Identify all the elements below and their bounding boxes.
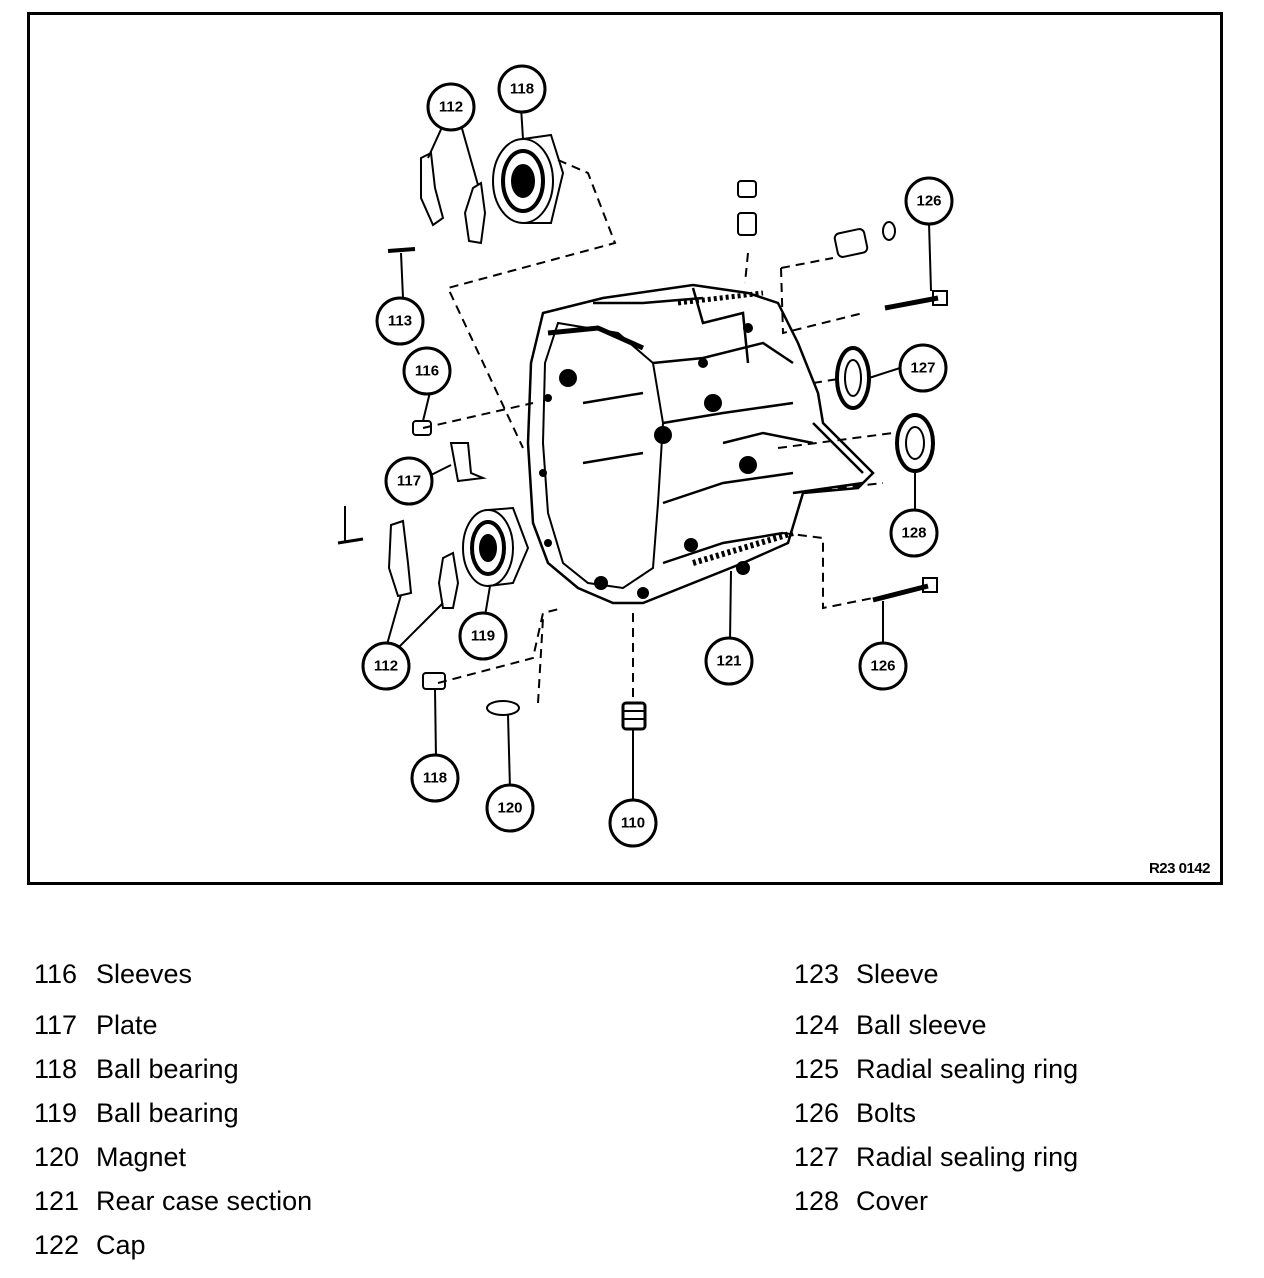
legend-item: 122 Cap: [34, 1229, 146, 1261]
callout-116: 116: [402, 346, 452, 396]
legend-item: 120 Magnet: [34, 1141, 186, 1173]
callout-126-top: 126: [904, 176, 954, 226]
svg-text:112: 112: [439, 99, 463, 116]
callout-112-top: 112: [426, 82, 476, 132]
rear-case-section: [526, 283, 875, 605]
legend-number: 117: [34, 1010, 78, 1040]
legend-number: 125: [794, 1054, 840, 1084]
legend-label: Ball bearing: [96, 1054, 239, 1084]
legend-label: Sleeve: [856, 959, 939, 989]
legend-number: 128: [794, 1186, 840, 1216]
callout-118-bottom: 118: [410, 753, 460, 803]
legend-item: 125 Radial sealing ring: [794, 1053, 1078, 1085]
legend-item: 118 Ball bearing: [34, 1053, 239, 1085]
legend-item: 127 Radial sealing ring: [794, 1141, 1078, 1173]
svg-text:126: 126: [916, 193, 941, 210]
svg-text:120: 120: [497, 800, 522, 817]
svg-text:127: 127: [910, 360, 935, 377]
callout-110: 110: [608, 798, 658, 848]
legend-item: 128 Cover: [794, 1185, 928, 1217]
legend-number: 127: [794, 1142, 840, 1172]
svg-text:113: 113: [388, 313, 412, 330]
svg-text:121: 121: [716, 653, 741, 670]
callout-118-top: 118: [497, 64, 547, 114]
legend-label: Plate: [96, 1010, 158, 1040]
callout-126-bottom: 126: [858, 641, 908, 691]
legend-item: 126 Bolts: [794, 1097, 916, 1129]
legend-label: Magnet: [96, 1142, 187, 1172]
svg-text:110: 110: [621, 815, 645, 832]
legend-number: 122: [34, 1230, 80, 1260]
svg-text:128: 128: [901, 525, 926, 542]
svg-text:118: 118: [423, 770, 447, 787]
legend-item: 117 Plate: [34, 1009, 158, 1041]
legend-label: Ball sleeve: [856, 1010, 987, 1040]
callout-119: 119: [458, 611, 508, 661]
legend-label: Bolts: [856, 1098, 917, 1128]
legend-number: 118: [34, 1054, 78, 1084]
callout-117: 117: [384, 456, 434, 506]
callout-121: 121: [704, 636, 754, 686]
legend-item: 123 Sleeve: [794, 958, 939, 990]
svg-text:116: 116: [415, 363, 439, 380]
legend-label: Radial sealing ring: [856, 1142, 1079, 1172]
callout-128: 128: [889, 508, 939, 558]
legend-number: 123: [794, 959, 840, 989]
svg-text:118: 118: [510, 81, 534, 98]
callout-113-top: 113: [375, 296, 425, 346]
legend-number: 116: [34, 959, 78, 989]
legend-label: Cover: [856, 1186, 929, 1216]
ball-bearing-side: [462, 506, 530, 587]
legend-item: 119 Ball bearing: [34, 1097, 239, 1129]
legend-label: Ball bearing: [96, 1098, 239, 1128]
legend-label: Rear case section: [96, 1186, 313, 1216]
callout-112-bottom: 112: [361, 641, 411, 691]
legend-number: 120: [34, 1142, 80, 1172]
legend-label: Cap: [96, 1230, 146, 1260]
legend-item: 121 Rear case section: [34, 1185, 312, 1217]
figure-code: R23 0142: [1148, 860, 1211, 877]
legend-number: 121: [34, 1186, 80, 1216]
legend-label: Sleeves: [96, 959, 193, 989]
legend-label: Radial sealing ring: [856, 1054, 1079, 1084]
legend-number: 119: [34, 1098, 78, 1128]
svg-text:126: 126: [870, 658, 895, 675]
ball-bearing-top: [492, 133, 565, 224]
svg-text:117: 117: [397, 473, 421, 490]
svg-text:119: 119: [471, 628, 495, 645]
legend-item: 124 Ball sleeve: [794, 1009, 987, 1041]
legend-number: 126: [794, 1098, 840, 1128]
callout-127: 127: [898, 343, 948, 393]
gearbox-exploded-drawing: 112 118 113 116 117 119 112 118 120 110 …: [337, 64, 954, 848]
legend-number: 124: [794, 1010, 840, 1040]
callout-120: 120: [485, 783, 535, 833]
legend-item: 116 Sleeves: [34, 958, 192, 990]
svg-text:112: 112: [374, 658, 398, 675]
exploded-view-figure: 112 118 113 116 117 119 112 118 120 110 …: [27, 12, 1223, 885]
